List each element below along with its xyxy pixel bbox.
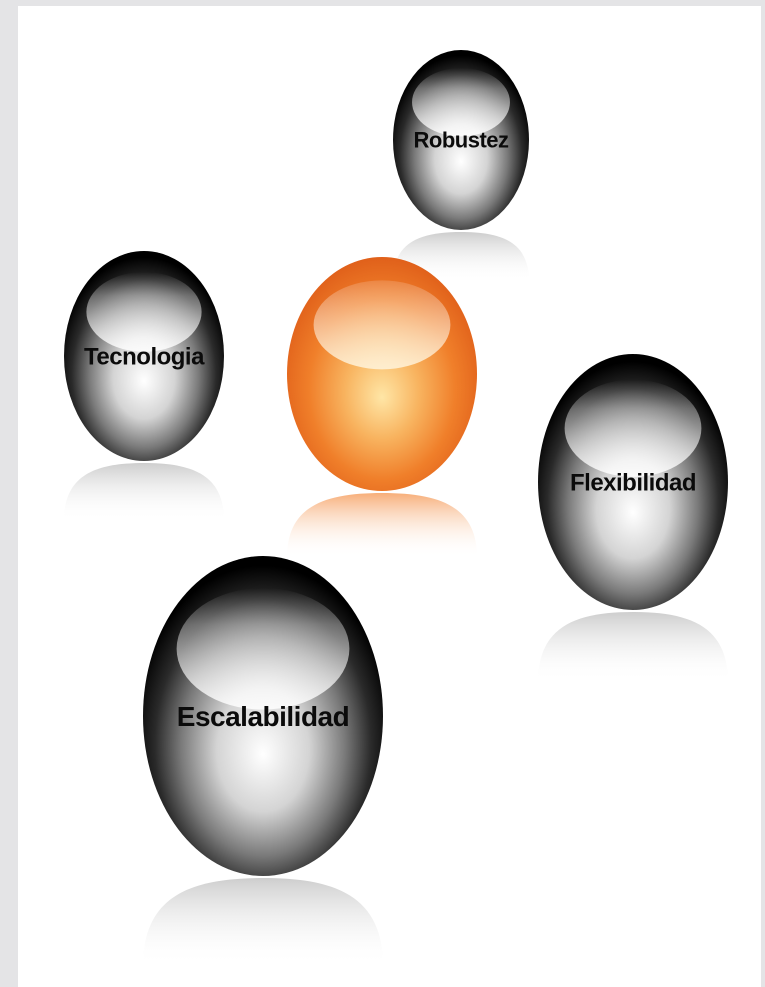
sphere-highlight-robustez [412, 68, 510, 137]
sphere-reflection-tecnologia [64, 463, 224, 521]
sphere-reflection-robustez [393, 232, 529, 282]
sphere-label-tecnologia: Tecnologia [84, 343, 205, 370]
sphere-label-escalabilidad: Escalabilidad [177, 701, 349, 732]
sphere-label-robustez: Robustez [414, 128, 510, 153]
sphere-escalabilidad: Escalabilidad [143, 556, 383, 966]
sphere-highlight-tecnologia [86, 272, 202, 352]
sphere-reflection-escalabilidad [143, 878, 383, 966]
sphere-flexibilidad: Flexibilidad [538, 354, 728, 683]
sphere-tecnologia: Tecnologia [64, 251, 224, 521]
sphere-reflection-center [287, 493, 477, 558]
sphere-reflection-flexibilidad [538, 612, 728, 683]
sphere-highlight-escalabilidad [176, 588, 350, 710]
sphere-robustez: Robustez [393, 50, 529, 282]
sphere-highlight-flexibilidad [564, 379, 702, 477]
sphere-highlight-center [313, 280, 451, 370]
sphere-label-flexibilidad: Flexibilidad [570, 469, 696, 496]
sphere-center [287, 257, 477, 558]
